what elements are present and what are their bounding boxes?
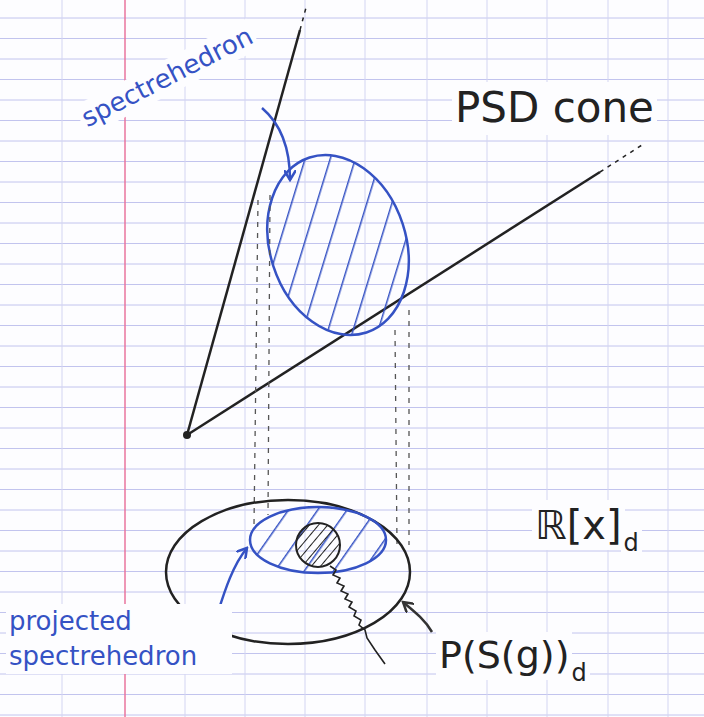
region-label: spectrehedron xyxy=(73,18,261,135)
leader-arrow xyxy=(218,548,247,612)
cone-edge-dashed xyxy=(300,4,307,30)
projection-line xyxy=(395,330,397,545)
projection-line xyxy=(268,195,270,515)
cone-label: PSD cone xyxy=(452,82,657,135)
region-label: projected spectrehedron xyxy=(6,604,232,674)
subscript: d xyxy=(568,658,589,688)
projection-line xyxy=(408,310,409,545)
subscript: d xyxy=(621,528,642,558)
spectrahedron xyxy=(245,136,431,353)
leader-arrow xyxy=(403,602,432,632)
cone-edge-dashed xyxy=(600,145,642,172)
space-label: ℝ[x] xyxy=(532,500,625,550)
projection-line xyxy=(254,200,258,525)
leader-arrow xyxy=(262,108,290,180)
projected-spectrahedron xyxy=(250,507,386,573)
cone-apex xyxy=(183,431,191,439)
small-set xyxy=(296,523,340,567)
squiggle xyxy=(330,566,385,664)
set-label: P(S(g)) xyxy=(436,632,572,680)
